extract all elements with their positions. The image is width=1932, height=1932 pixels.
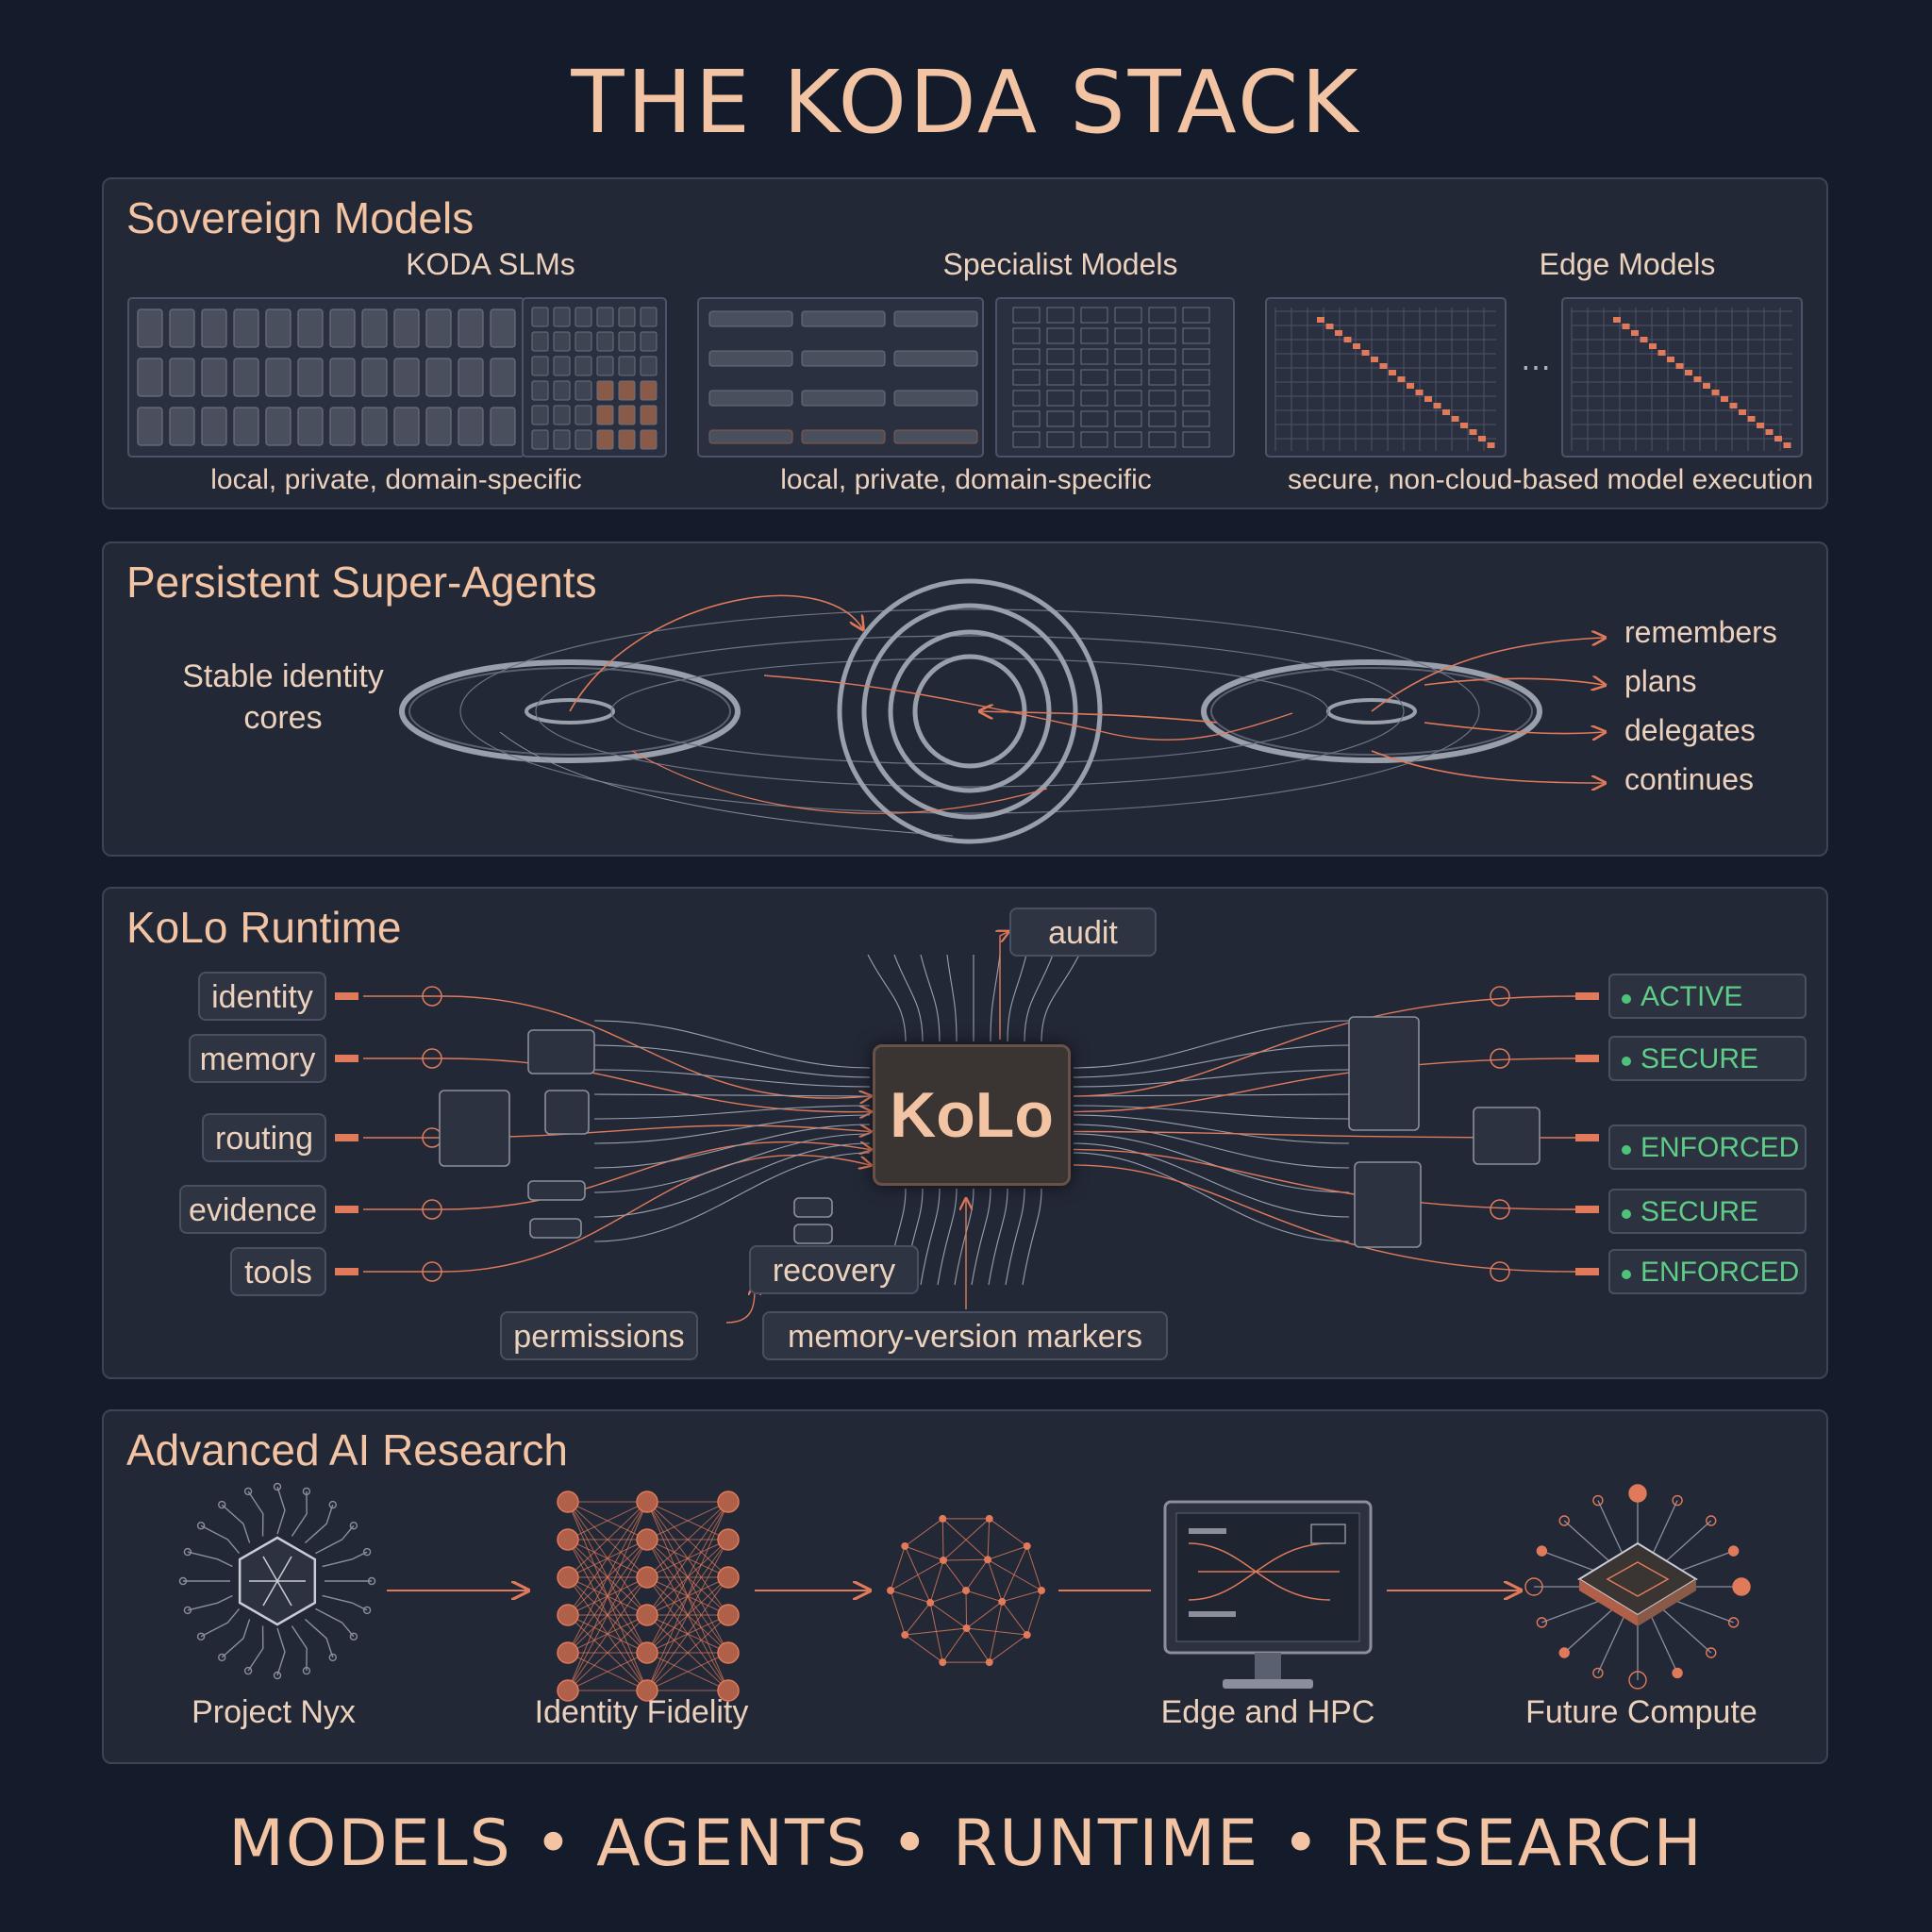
status-text: ENFORCED: [1641, 1132, 1800, 1163]
edge-ellipsis: ⋯: [1521, 350, 1551, 384]
status-dot: [1622, 1057, 1631, 1066]
specialist-caption: local, private, domain-specific: [780, 464, 1152, 495]
kolo-runtime-panel: KoLo Runtime identity memory routing evi…: [102, 887, 1828, 1379]
model-thumbnails: [127, 297, 1803, 458]
page-title: THE KODA STACK: [571, 52, 1361, 153]
status-secure: SECURE: [1608, 1036, 1807, 1081]
panel-title: Advanced AI Research: [126, 1425, 568, 1474]
tag-permissions: permissions: [500, 1311, 698, 1360]
input-routing: routing: [202, 1113, 326, 1162]
status-text: ACTIVE: [1641, 981, 1743, 1012]
input-evidence: evidence: [179, 1185, 326, 1234]
koda-slms-heading: KODA SLMs: [406, 247, 575, 281]
super-agents-panel: Persistent Super-Agents Stable identity …: [102, 541, 1828, 857]
koda-slms-caption: local, private, domain-specific: [210, 464, 582, 495]
compute-chip-icon: [1524, 1484, 1751, 1690]
status-dot: [1622, 994, 1631, 1004]
orbit-diagram: [399, 578, 1830, 844]
panel-title: Persistent Super-Agents: [126, 558, 597, 607]
input-tools: tools: [230, 1247, 326, 1296]
specialist-models-heading: Specialist Models: [942, 247, 1178, 281]
step-identity-fidelity: Identity Fidelity: [534, 1694, 749, 1730]
status-text: SECURE: [1641, 1196, 1759, 1227]
monitor-icon: [1163, 1500, 1373, 1689]
step-future-compute: Future Compute: [1525, 1694, 1757, 1730]
tag-memory-version-markers: memory-version markers: [762, 1311, 1168, 1360]
panel-title: KoLo Runtime: [126, 903, 402, 952]
runtime-wiring: [335, 889, 1599, 1324]
status-text: ENFORCED: [1641, 1257, 1800, 1288]
research-pipeline: [178, 1482, 1751, 1702]
action-continues: continues: [1624, 762, 1754, 796]
edge-caption: secure, non-cloud-based model execution: [1288, 464, 1814, 495]
status-enforced: ENFORCED: [1608, 1124, 1807, 1170]
action-plans: plans: [1624, 664, 1697, 698]
footer-tagline: MODELS • AGENTS • RUNTIME • RESEARCH: [228, 1807, 1704, 1881]
status-dot: [1622, 1145, 1631, 1155]
geodesic-sphere-icon: [887, 1514, 1045, 1667]
tag-recovery: recovery: [749, 1245, 919, 1294]
edge-models-heading: Edge Models: [1539, 247, 1716, 281]
research-panel: Advanced AI Research: [102, 1409, 1828, 1764]
status-dot: [1622, 1270, 1631, 1279]
project-nyx-icon: [178, 1482, 376, 1680]
status-enforced-2: ENFORCED: [1608, 1249, 1807, 1294]
status-secure-2: SECURE: [1608, 1189, 1807, 1234]
panel-title: Sovereign Models: [126, 193, 475, 242]
kolo-core-chip: KoLo: [873, 1044, 1071, 1186]
action-remembers: remembers: [1624, 615, 1777, 649]
action-delegates: delegates: [1624, 713, 1756, 747]
status-text: SECURE: [1641, 1043, 1759, 1074]
status-dot: [1622, 1209, 1631, 1219]
sovereign-models-panel: Sovereign Models KODA SLMs Specialist Mo…: [102, 177, 1828, 509]
core-label-line1: Stable identity: [182, 658, 384, 694]
step-project-nyx: Project Nyx: [192, 1694, 356, 1730]
core-label-line2: cores: [243, 700, 323, 736]
input-identity: identity: [198, 972, 326, 1021]
tag-audit: audit: [1009, 908, 1157, 957]
status-active: ACTIVE: [1608, 974, 1807, 1019]
neural-network-icon: [557, 1491, 740, 1702]
step-edge-hpc: Edge and HPC: [1160, 1694, 1375, 1730]
input-memory: memory: [189, 1034, 326, 1083]
